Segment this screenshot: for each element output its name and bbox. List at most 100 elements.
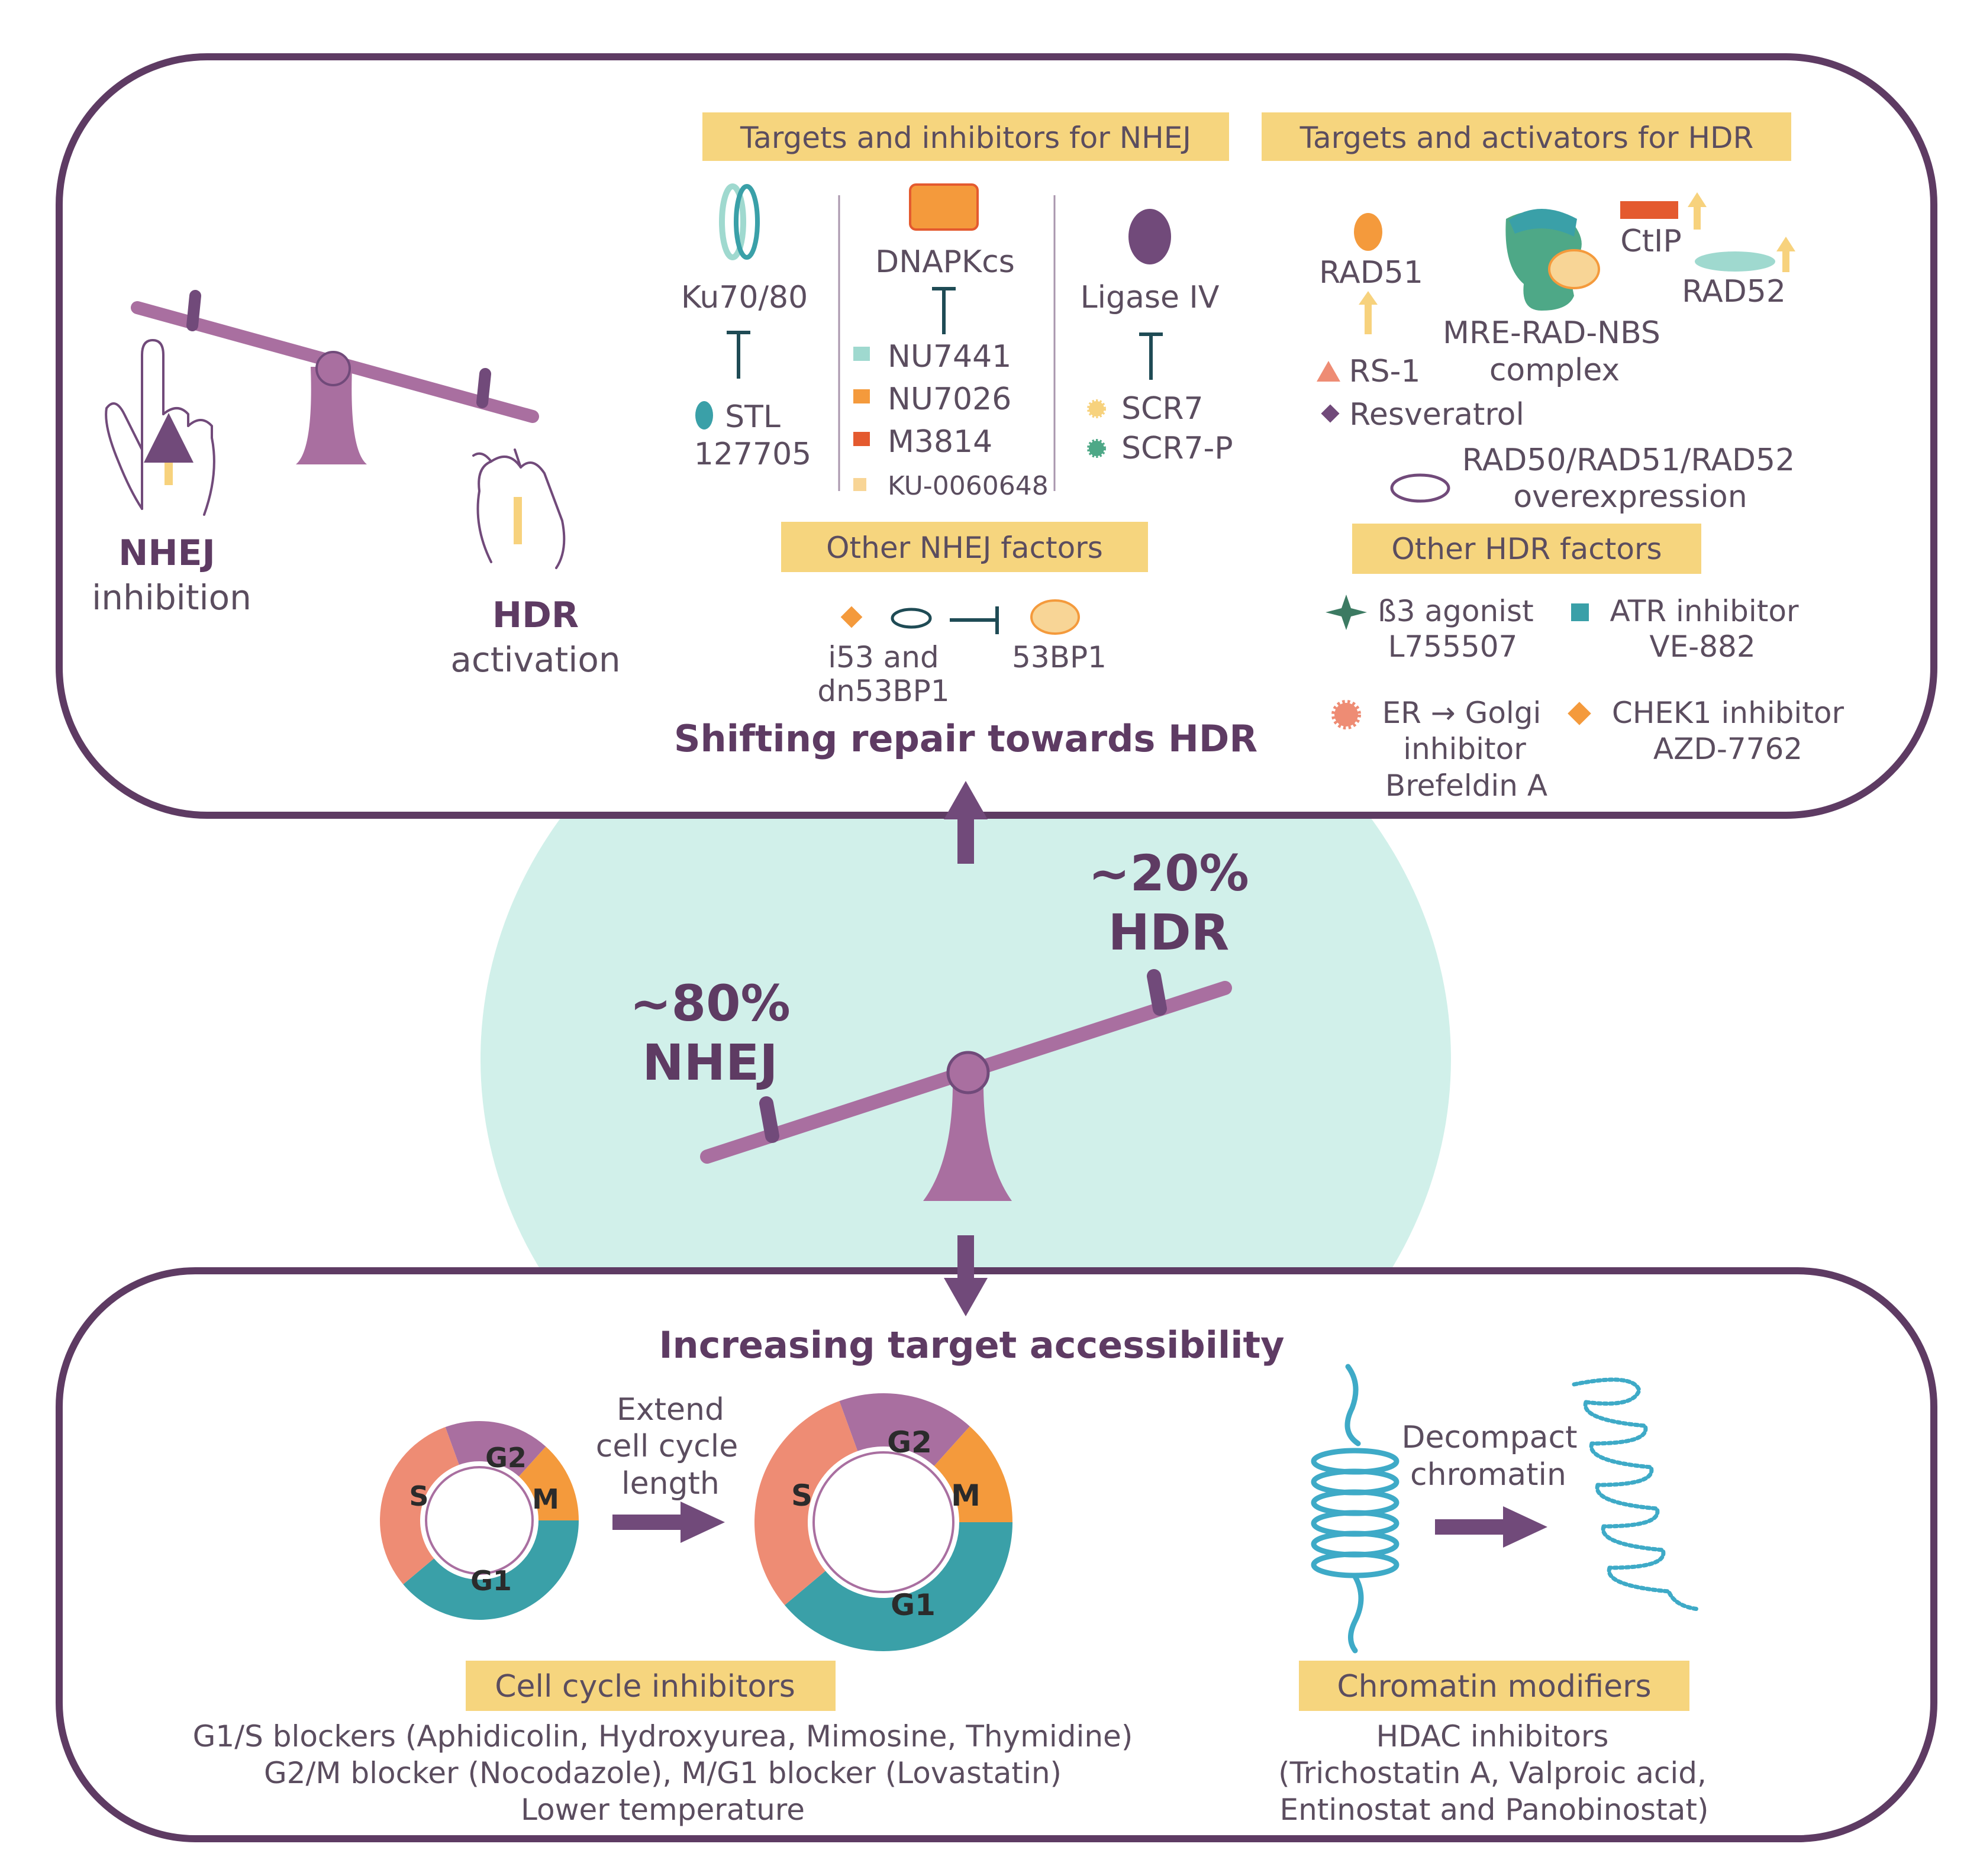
rad51-up-arrowhead-icon xyxy=(1359,291,1378,305)
ctip-up-arrowhead-icon xyxy=(1688,192,1707,207)
i53-diamond-icon xyxy=(840,606,863,628)
rad52-label: RAD52 xyxy=(1682,274,1786,309)
mre-label-2: complex xyxy=(1489,353,1620,388)
hdr-header: Targets and activators for HDR xyxy=(1299,121,1754,155)
hdr-percent: ~20% xyxy=(1088,844,1249,902)
ku-target: Ku70/80 xyxy=(681,280,808,315)
ku-inhibitor-1: STL xyxy=(725,399,781,435)
er-burst-icon xyxy=(1331,700,1361,729)
stl-icon xyxy=(695,401,713,430)
shift-caption: Shifting repair towards HDR xyxy=(674,717,1257,760)
phase-label: M xyxy=(532,1483,559,1515)
cell-cycle-line-3: Lower temperature xyxy=(521,1793,805,1827)
chromatin-line-2: (Trichostatin A, Valproic acid, xyxy=(1278,1756,1707,1790)
decompact-label-1: Decompact xyxy=(1402,1420,1578,1455)
chek1-diamond-icon xyxy=(1568,702,1591,725)
dnapk-inhibitor: NU7026 xyxy=(888,382,1011,417)
ctip-label: CtIP xyxy=(1620,224,1681,259)
up-connector-arrow-icon xyxy=(957,815,974,864)
lifting-hand-icon xyxy=(472,448,566,569)
ligase-inhibitor-dot-icon xyxy=(1087,439,1106,458)
dnapk-inhibitor: M3814 xyxy=(888,424,992,460)
dn53bp1-icon xyxy=(891,608,932,629)
phase-label: G2 xyxy=(887,1425,932,1460)
i53-label-2: dn53BP1 xyxy=(817,674,949,708)
decompact-arrow-icon xyxy=(1435,1519,1506,1535)
inhibit-symbol-53bp1 xyxy=(950,606,999,634)
er-label-2: inhibitor xyxy=(1403,732,1526,766)
ku-icon xyxy=(719,183,760,260)
ctip-icon xyxy=(1620,201,1678,219)
dnapk-icon xyxy=(909,183,979,231)
dnapk-inhibitor: KU-0060648 xyxy=(888,471,1049,501)
dnapk-target: DNAPKcs xyxy=(875,244,1015,280)
left-seesaw-icon xyxy=(131,290,539,464)
ligase-target: Ligase IV xyxy=(1081,280,1220,315)
nhej-inhibition-sub: inhibition xyxy=(92,577,251,618)
other-hdr-header: Other HDR factors xyxy=(1391,532,1662,566)
inhibit-symbol-dnapk xyxy=(932,287,956,334)
hdr-activation-title: HDR xyxy=(492,595,579,636)
extend-label-2: cell cycle xyxy=(596,1429,738,1464)
other-nhej-header-box xyxy=(781,522,1148,572)
b3-label-1: ß3 agonist xyxy=(1378,594,1533,628)
atr-label-1: ATR inhibitor xyxy=(1610,594,1798,628)
cell-cycle-segment xyxy=(445,1421,546,1477)
rs1-label: RS-1 xyxy=(1349,354,1421,389)
phase-label: S xyxy=(791,1478,812,1513)
other-hdr-header-box xyxy=(1352,524,1701,574)
overexpression-icon xyxy=(1390,473,1450,503)
mre-complex-icon xyxy=(1505,208,1600,311)
cell-cycle-line-2: G2/M blocker (Nocodazole), M/G1 blocker … xyxy=(264,1756,1062,1790)
ligase-inhibitor: SCR7 xyxy=(1121,391,1204,427)
phase-label: S xyxy=(409,1480,428,1512)
cell-cycle-segment xyxy=(518,1446,579,1520)
inhibit-symbol-ku xyxy=(727,331,750,379)
extend-label-3: length xyxy=(621,1466,720,1502)
dnapk-inhibitor-swatch-icon xyxy=(853,389,870,403)
er-label-1: ER → Golgi xyxy=(1382,696,1542,730)
ku-inhibitor-2: 127705 xyxy=(694,437,812,472)
inhibit-symbol-ligase xyxy=(1139,332,1163,380)
atr-label-2: VE-882 xyxy=(1649,629,1755,664)
top-panel xyxy=(56,53,1937,819)
nhej-header: Targets and inhibitors for NHEJ xyxy=(740,121,1191,155)
cell-cycle-segment xyxy=(403,1520,579,1620)
cell-cycle-small-icon: S G2M G1 xyxy=(379,1421,579,1620)
rs1-triangle-icon xyxy=(1317,361,1340,382)
decompact-label-2: chromatin xyxy=(1410,1457,1566,1493)
cell-cycle-line-1: G1/S blockers (Aphidicolin, Hydroxyurea,… xyxy=(193,1719,1133,1754)
ligase-inhibitor-dot-icon xyxy=(1087,399,1106,418)
chromatin-header-box xyxy=(1299,1661,1689,1711)
phase-label: G2 xyxy=(485,1442,527,1474)
down-connector-arrow-icon xyxy=(957,1235,974,1283)
cell-cycle-segment xyxy=(785,1522,1012,1651)
cycle-arrow-icon xyxy=(812,1451,954,1593)
53bp1-label: 53BP1 xyxy=(1012,640,1107,674)
nhej-label: NHEJ xyxy=(642,1034,778,1092)
up-connector-arrowhead-icon xyxy=(944,781,988,819)
chromatin-line-3: Entinostat and Panobinostat) xyxy=(1280,1793,1709,1827)
dnapk-inhibitor-swatch-icon xyxy=(853,347,870,361)
accessibility-caption: Increasing target accessibility xyxy=(659,1323,1284,1367)
cycle-arrow-icon xyxy=(425,1466,534,1575)
chek1-label-1: CHEK1 inhibitor xyxy=(1612,696,1844,730)
rad51-label: RAD51 xyxy=(1319,255,1423,290)
atr-square-icon xyxy=(1571,603,1589,621)
overexpression-label-2: overexpression xyxy=(1513,479,1747,515)
cell-cycle-header: Cell cycle inhibitors xyxy=(495,1669,795,1704)
rad51-icon xyxy=(1354,213,1382,251)
b3-label-2: L755507 xyxy=(1388,629,1518,664)
dnapk-inhibitor-swatch-icon xyxy=(853,478,866,491)
cell-cycle-segment xyxy=(379,1427,459,1584)
extend-arrowhead-icon xyxy=(681,1502,725,1543)
cell-cycle-segment xyxy=(934,1426,1012,1522)
resveratrol-diamond-icon xyxy=(1321,404,1340,423)
phase-label: G1 xyxy=(470,1565,512,1597)
mre-label-1: MRE-RAD-NBS xyxy=(1443,315,1660,351)
rad52-icon xyxy=(1695,251,1775,272)
chromatin-line-1: HDAC inhibitors xyxy=(1376,1719,1609,1754)
